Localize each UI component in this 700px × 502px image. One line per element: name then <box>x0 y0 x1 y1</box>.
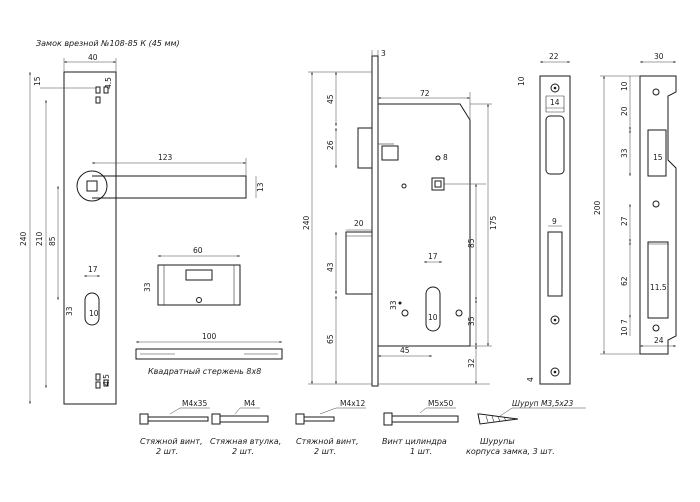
part-2-name: Стяжная втулка, <box>210 437 281 446</box>
part-2-qty: 2 шт. <box>232 447 254 456</box>
plate-top: 15 <box>33 76 42 86</box>
part-3-spec: М4х12 <box>340 399 365 408</box>
plate-total: 240 <box>19 231 28 246</box>
strike-bottom: 24 <box>654 336 664 345</box>
part-wood-screw: Шуруп М3,5х23 Шурупы корпуса замка, 3 шт… <box>466 399 586 456</box>
hole-top: 4.5 <box>104 77 113 89</box>
body-width: 72 <box>420 89 430 98</box>
strike-d3: 33 <box>620 148 629 158</box>
part-3-qty: 2 шт. <box>314 447 336 456</box>
faceplate-thickness: 3 <box>381 49 386 58</box>
cylinder-height: 33 <box>143 282 152 292</box>
strike-d2: 20 <box>620 106 629 116</box>
body-backset: 45 <box>400 346 410 355</box>
bolt-height: 43 <box>326 262 335 272</box>
strike-d1: 10 <box>620 81 629 91</box>
body-bottom: 65 <box>326 334 335 344</box>
body-height: 175 <box>489 215 498 230</box>
part-5-spec: Шуруп М3,5х23 <box>512 399 574 408</box>
body-foot: 32 <box>467 358 476 368</box>
body-lower: 35 <box>467 316 476 326</box>
part-5-qty: корпуса замка, 3 шт. <box>466 447 555 456</box>
part-1-qty: 2 шт. <box>156 447 178 456</box>
body-total: 240 <box>302 215 311 230</box>
body-cyl-width: 17 <box>428 252 438 261</box>
side-width: 22 <box>549 52 559 61</box>
part-1-name: Стяжной винт, <box>140 437 202 446</box>
part-4-qty: 1 шт. <box>410 447 432 456</box>
drawing-title: Замок врезной №108-85 К (45 мм) <box>36 39 180 48</box>
latch-height: 26 <box>326 140 335 150</box>
bar-length: 100 <box>202 332 217 341</box>
bar-caption: Квадратный стержень 8х8 <box>148 367 261 376</box>
parts-row: М4х35 Стяжной винт, 2 шт. М4 Стяжная вту… <box>139 399 586 456</box>
side-slot: 9 <box>552 217 557 226</box>
part-5-name: Шурупы <box>480 437 515 446</box>
bolt-backset: 20 <box>354 219 364 228</box>
plate-inner: 210 <box>35 231 44 246</box>
side-top: 10 <box>517 76 526 86</box>
part-3-name: Стяжной винт, <box>296 437 358 446</box>
body-top: 45 <box>326 94 335 104</box>
body-cyl-dia: 10 <box>428 313 438 322</box>
hole-bottom: 4.5 <box>102 374 111 386</box>
strike-d4: 27 <box>620 216 629 226</box>
part-1-spec: М4х35 <box>182 399 207 408</box>
part-screw-m4x35: М4х35 Стяжной винт, 2 шт. <box>139 399 210 456</box>
strike-plate: 30 200 10 20 33 15 27 62 11.5 10 7 24 <box>593 52 677 355</box>
square-bar: 100 Квадратный стержень 8х8 <box>135 332 283 376</box>
part-sleeve-m4: М4 Стяжная втулка, 2 шт. <box>210 399 281 456</box>
part-4-spec: М5х50 <box>428 399 453 408</box>
side-view: 22 10 14 9 4 <box>517 52 571 385</box>
side-inner: 14 <box>550 98 560 107</box>
cyl-h: 33 <box>65 306 74 316</box>
plate-center: 85 <box>48 236 57 246</box>
part-2-spec: М4 <box>244 399 255 408</box>
cylinder-view: 60 33 <box>143 246 241 306</box>
strike-d5: 62 <box>620 276 629 286</box>
strike-d7: 7 <box>620 319 629 324</box>
part-4-name: Винт цилиндра <box>382 437 447 446</box>
body-cyl-h: 33 <box>389 300 398 310</box>
handle-height: 13 <box>256 182 265 192</box>
strike-bolt: 11.5 <box>650 283 667 292</box>
cyl-dia: 10 <box>89 309 99 318</box>
front-plate: 40 4.5 4.5 15 240 210 85 123 13 17 33 10 <box>19 53 265 405</box>
strike-d6: 10 <box>620 326 629 336</box>
handle-length: 123 <box>158 153 173 162</box>
side-bottom: 4 <box>526 377 535 382</box>
part-screw-m5x50: М5х50 Винт цилиндра 1 шт. <box>382 399 459 456</box>
part-screw-m4x12: М4х12 Стяжной винт, 2 шт. <box>295 399 366 456</box>
strike-latch: 15 <box>653 153 663 162</box>
strike-width: 30 <box>654 52 664 61</box>
spindle-size: 8 <box>443 153 448 162</box>
plate-width: 40 <box>88 53 98 62</box>
strike-total: 200 <box>593 200 602 215</box>
lock-body: 3 8 240 45 26 43 65 20 72 <box>302 49 498 387</box>
cyl-width: 17 <box>88 265 98 274</box>
body-center: 85 <box>467 238 476 248</box>
cylinder-length: 60 <box>193 246 203 255</box>
